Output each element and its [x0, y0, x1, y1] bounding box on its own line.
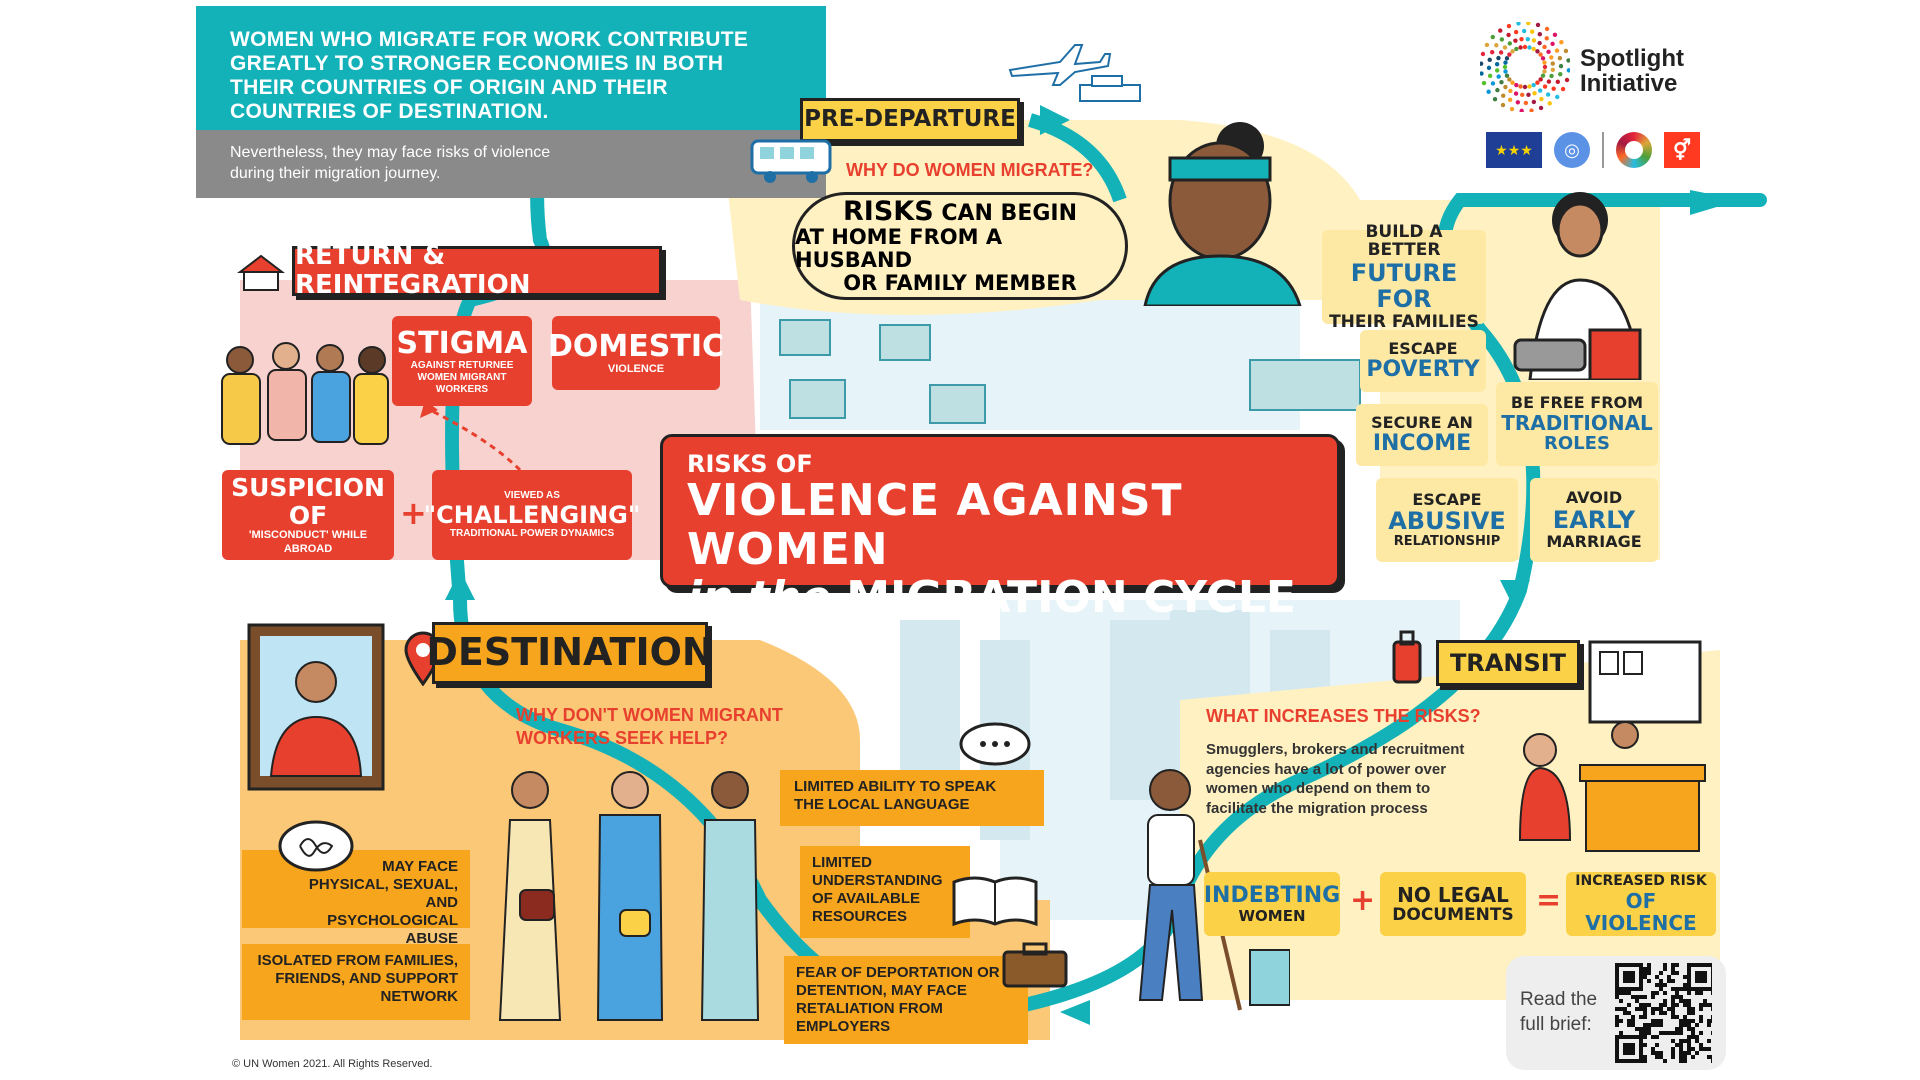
employer-window-illustration	[247, 623, 385, 791]
dest-risk-isolated: ISOLATED FROM FAMILIES, FRIENDS, AND SUP…	[242, 944, 470, 1020]
bubble-risks-word: RISKS	[842, 195, 934, 227]
bubble-line1: CAN BEGIN	[941, 200, 1078, 226]
suitcase-icon	[1392, 630, 1422, 684]
stigma-box: STIGMA AGAINST RETURNEE WOMEN MIGRANT WO…	[392, 316, 532, 406]
suspicion-desc: 'MISCONDUCT' WHILE ABROAD	[248, 529, 368, 555]
main-title-in-the: in the	[687, 572, 831, 624]
cooking-woman-illustration	[1513, 192, 1642, 380]
eu-flag-icon: ★★★	[1486, 132, 1542, 168]
header-subtitle: Nevertheless, they may face risks of vio…	[230, 144, 551, 182]
reason-escape-poverty: ESCAPE POVERTY	[1360, 330, 1486, 392]
plane-ship-icon	[1008, 44, 1141, 102]
risks-speech-bubble: RISKS CAN BEGIN AT HOME FROM A HUSBAND O…	[792, 192, 1128, 300]
house-icon	[237, 254, 285, 291]
equation-no-legal-documents: NO LEGAL DOCUMENTS	[1380, 872, 1526, 936]
thinking-woman-illustration	[1143, 122, 1302, 306]
un-emblem-icon: ◎	[1554, 132, 1590, 168]
destination-question: WHY DON'T WOMEN MIGRANT WORKERS SEEK HEL…	[516, 705, 783, 748]
pre-departure-question: WHY DO WOMEN MIGRATE?	[846, 160, 1094, 180]
challenging-desc: TRADITIONAL POWER DYNAMICS	[449, 528, 615, 540]
houses-cluster	[779, 319, 1361, 424]
tangled-thought-icon	[278, 820, 354, 872]
reason-escape-abusive: ESCAPE ABUSIVE RELATIONSHIP	[1376, 478, 1518, 562]
suspicion-title: SUSPICION of	[231, 473, 385, 530]
dest-risk-abuse: MAY FACE PHYSICAL, SEXUAL, AND PSYCHOLOG…	[242, 850, 470, 947]
return-reintegration-label: RETURN & REINTEGRATION	[292, 242, 662, 299]
domestic-violence-box: DOMESTIC VIOLENCE	[548, 316, 724, 390]
spotlight-sunburst-icon	[1480, 22, 1570, 112]
domestic-title: DOMESTIC	[548, 328, 725, 364]
returnee-group-illustration	[221, 342, 389, 445]
destination-label: DESTINATION	[426, 622, 714, 684]
logo-name-line1: Spotlight	[1580, 45, 1684, 72]
broker-office-illustration	[1518, 640, 1706, 852]
challenging-title: "CHALLENGING"	[423, 500, 641, 529]
sdg5-gender-icon: ⚥	[1664, 132, 1700, 168]
header-title: WOMEN WHO MIGRATE FOR WORK CONTRIBUTE GR…	[230, 28, 749, 124]
header-panel: WOMEN WHO MIGRATE FOR WORK CONTRIBUTE GR…	[196, 6, 826, 130]
stigma-title: STIGMA	[396, 325, 528, 361]
plus-sign: +	[400, 494, 427, 532]
qr-label-line2: full brief:	[1520, 1014, 1592, 1035]
spotlight-logo: Spotlight Initiative ★★★ ◎ ⚥	[1480, 22, 1730, 172]
reason-avoid-early-marriage: AVOID EARLY MARRIAGE	[1530, 478, 1658, 562]
stigma-desc: AGAINST RETURNEE WOMEN MIGRANT WORKERS	[410, 359, 514, 395]
equation-increased-risk: INCREASED RISK of VIOLENCE	[1566, 872, 1716, 936]
equation-indebting-women: INDEBTING WOMEN	[1204, 872, 1340, 936]
qr-panel[interactable]: Read the full brief:	[1506, 956, 1726, 1070]
logo-divider	[1602, 132, 1604, 168]
dest-reason-deportation: FEAR OF DEPORTATION OR DETENTION, MAY FA…	[784, 956, 1028, 1044]
transit-description: Smugglers, brokers and recruitment agenc…	[1206, 741, 1465, 817]
dest-reason-resources: LIMITED UNDERSTANDING OF AVAILABLE RESOU…	[800, 846, 970, 938]
main-title-line2: VIOLENCE AGAINST WOMEN	[687, 475, 1183, 575]
dest-reason-language: LIMITED ABILITY TO SPEAK THE LOCAL LANGU…	[780, 770, 1044, 826]
sdg-wheel-icon	[1616, 132, 1652, 168]
cleaning-woman-illustration	[1138, 769, 1290, 1011]
migrant-women-illustration	[498, 771, 760, 1021]
equation-equals: =	[1536, 883, 1562, 918]
challenging-pre: VIEWED AS	[504, 489, 560, 501]
logo-name-line2: Initiative	[1580, 70, 1678, 98]
header-subtitle-panel: Nevertheless, they may face risks of vio…	[196, 130, 826, 198]
open-book-icon	[952, 876, 1038, 927]
briefcase-icon	[1002, 942, 1068, 988]
qr-code-icon[interactable]	[1615, 963, 1712, 1063]
bus-icon	[750, 139, 832, 183]
reason-secure-income: SECURE AN INCOME	[1356, 404, 1488, 466]
challenging-box: VIEWED AS "CHALLENGING" TRADITIONAL POWE…	[424, 470, 640, 560]
qr-label-line1: Read the	[1520, 989, 1598, 1011]
equation-plus: +	[1350, 883, 1376, 918]
main-title-panel: RISKS of VIOLENCE AGAINST WOMEN in the M…	[660, 434, 1340, 622]
bubble-line3: OR FAMILY MEMBER	[843, 271, 1077, 296]
transit-question: WHAT INCREASES THE RISKS?	[1206, 706, 1481, 726]
reason-build-future: BUILD A BETTER FUTURE for their FAMILIES	[1322, 222, 1486, 331]
domestic-desc: VIOLENCE	[607, 362, 665, 375]
speech-ellipsis-icon	[959, 722, 1031, 766]
main-title-line3: MIGRATION CYCLE	[846, 572, 1296, 624]
suspicion-box: SUSPICION of 'MISCONDUCT' WHILE ABROAD	[222, 470, 394, 560]
copyright-footer: © UN Women 2021. All Rights Reserved.	[232, 1058, 433, 1070]
main-title-line1: RISKS of	[687, 450, 813, 478]
reason-free-traditional-roles: BE FREE from TRADITIONAL ROLES	[1496, 382, 1658, 466]
pre-departure-label: PRE-DEPARTURE	[800, 98, 1020, 142]
transit-label: TRANSIT	[1436, 640, 1580, 686]
bubble-line2: AT HOME FROM A HUSBAND	[795, 225, 1003, 273]
